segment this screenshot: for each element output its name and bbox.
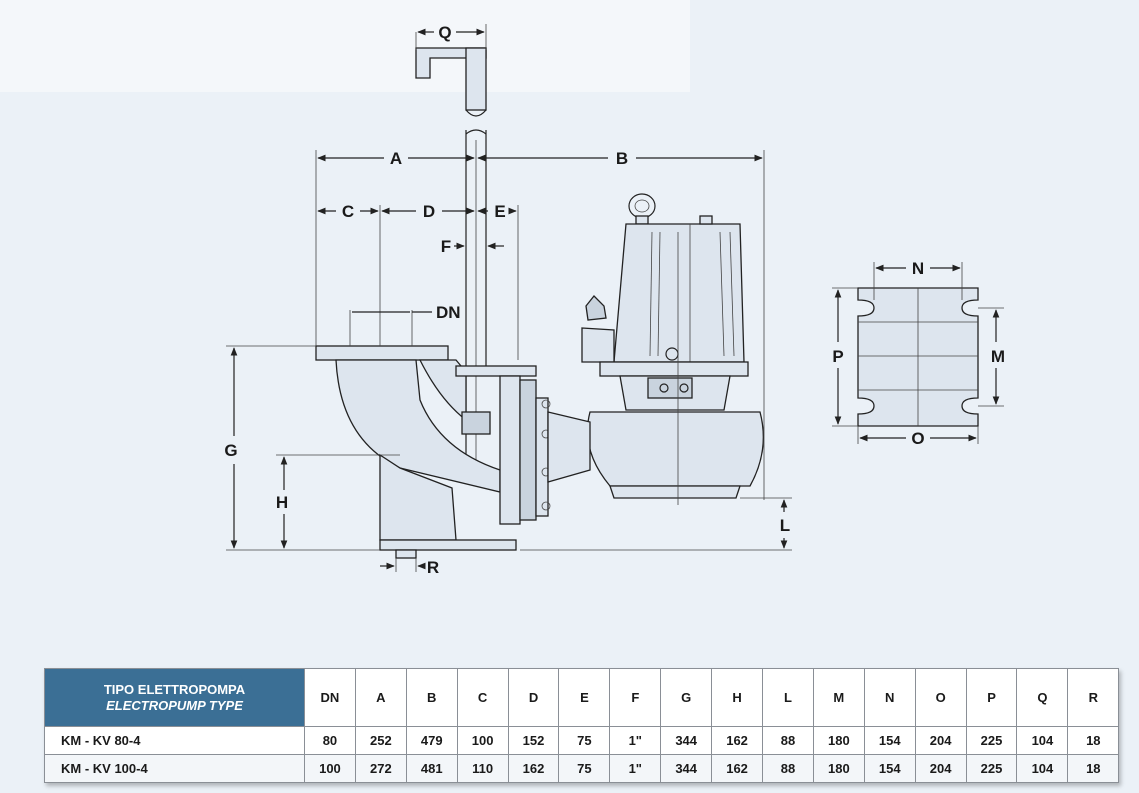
- value-cell-o: 204: [914, 754, 967, 783]
- value-cell-r: 18: [1067, 726, 1120, 755]
- dim-label-g: G: [224, 441, 237, 460]
- value-cell-a: 252: [354, 726, 407, 755]
- value-cell-h: 162: [711, 754, 764, 783]
- value-cell-f: 1": [609, 754, 662, 783]
- column-header-q: Q: [1016, 668, 1069, 727]
- value-cell-n: 154: [863, 754, 916, 783]
- column-header-l: L: [762, 668, 814, 727]
- value-cell-p: 225: [965, 754, 1018, 783]
- value-cell-m: 180: [812, 754, 865, 783]
- column-header-p: P: [965, 668, 1018, 727]
- model-cell: KM - KV 80-4: [44, 726, 305, 755]
- discharge-elbow: [315, 345, 551, 559]
- column-header-h: H: [711, 668, 764, 727]
- value-cell-r: 18: [1067, 754, 1120, 783]
- dim-label-a: A: [390, 149, 402, 168]
- value-cell-c: 110: [456, 754, 509, 783]
- value-cell-g: 344: [660, 726, 713, 755]
- value-cell-dn: 80: [304, 726, 356, 755]
- dim-label-e: E: [494, 202, 505, 221]
- value-cell-c: 100: [456, 726, 509, 755]
- value-cell-m: 180: [812, 726, 865, 755]
- value-cell-b: 479: [405, 726, 458, 755]
- column-header-r: R: [1067, 668, 1120, 727]
- dimension-lines: [226, 24, 792, 572]
- column-header-f: F: [609, 668, 662, 727]
- dim-label-h: H: [276, 493, 288, 512]
- background-band: [0, 0, 690, 92]
- column-header-a: A: [354, 668, 407, 727]
- column-header-m: M: [812, 668, 865, 727]
- column-header-o: O: [914, 668, 967, 727]
- dim-label-m: M: [991, 347, 1005, 366]
- column-header-c: C: [456, 668, 509, 727]
- dim-label-d: D: [423, 202, 435, 221]
- dim-label-o: O: [911, 429, 924, 448]
- dim-label-n: N: [912, 259, 924, 278]
- value-cell-d: 152: [507, 726, 560, 755]
- dim-label-q: Q: [438, 23, 451, 42]
- value-cell-dn: 100: [304, 754, 356, 783]
- column-header-d: D: [507, 668, 560, 727]
- dim-label-r: R: [427, 558, 439, 577]
- dim-label-p: P: [832, 347, 843, 366]
- value-cell-l: 88: [762, 754, 814, 783]
- value-cell-q: 104: [1016, 726, 1069, 755]
- model-cell: KM - KV 100-4: [44, 754, 305, 783]
- value-cell-o: 204: [914, 726, 967, 755]
- value-cell-g: 344: [660, 754, 713, 783]
- impeller-housing: [547, 232, 764, 505]
- column-header-b: B: [405, 668, 458, 727]
- type-header-it: TIPO ELETTROPOMPA: [103, 681, 246, 697]
- column-header-g: G: [660, 668, 713, 727]
- dim-label-c: C: [342, 202, 354, 221]
- value-cell-q: 104: [1016, 754, 1069, 783]
- value-cell-e: 75: [558, 754, 611, 783]
- dim-label-dn: DN: [436, 303, 461, 322]
- value-cell-e: 75: [558, 726, 611, 755]
- base-plate-view: [832, 262, 1004, 444]
- value-cell-f: 1": [609, 726, 662, 755]
- dim-label-l: L: [780, 516, 790, 535]
- column-header-e: E: [558, 668, 611, 727]
- value-cell-l: 88: [762, 726, 814, 755]
- electropump-type-header: TIPO ELETTROPOMPA ELECTROPUMP TYPE: [44, 668, 305, 727]
- column-header-n: N: [863, 668, 916, 727]
- type-header-en: ELECTROPUMP TYPE: [106, 697, 243, 713]
- value-cell-d: 162: [507, 754, 560, 783]
- value-cell-p: 225: [965, 726, 1018, 755]
- pump-motor: [581, 193, 749, 411]
- dim-label-f: F: [441, 237, 451, 256]
- value-cell-a: 272: [354, 754, 407, 783]
- column-header-dn: DN: [304, 668, 356, 727]
- value-cell-h: 162: [711, 726, 764, 755]
- value-cell-n: 154: [863, 726, 916, 755]
- dim-label-b: B: [616, 149, 628, 168]
- value-cell-b: 481: [405, 754, 458, 783]
- dimension-drawing: Q A B C D E F DN G H R L N P M O: [0, 0, 1006, 577]
